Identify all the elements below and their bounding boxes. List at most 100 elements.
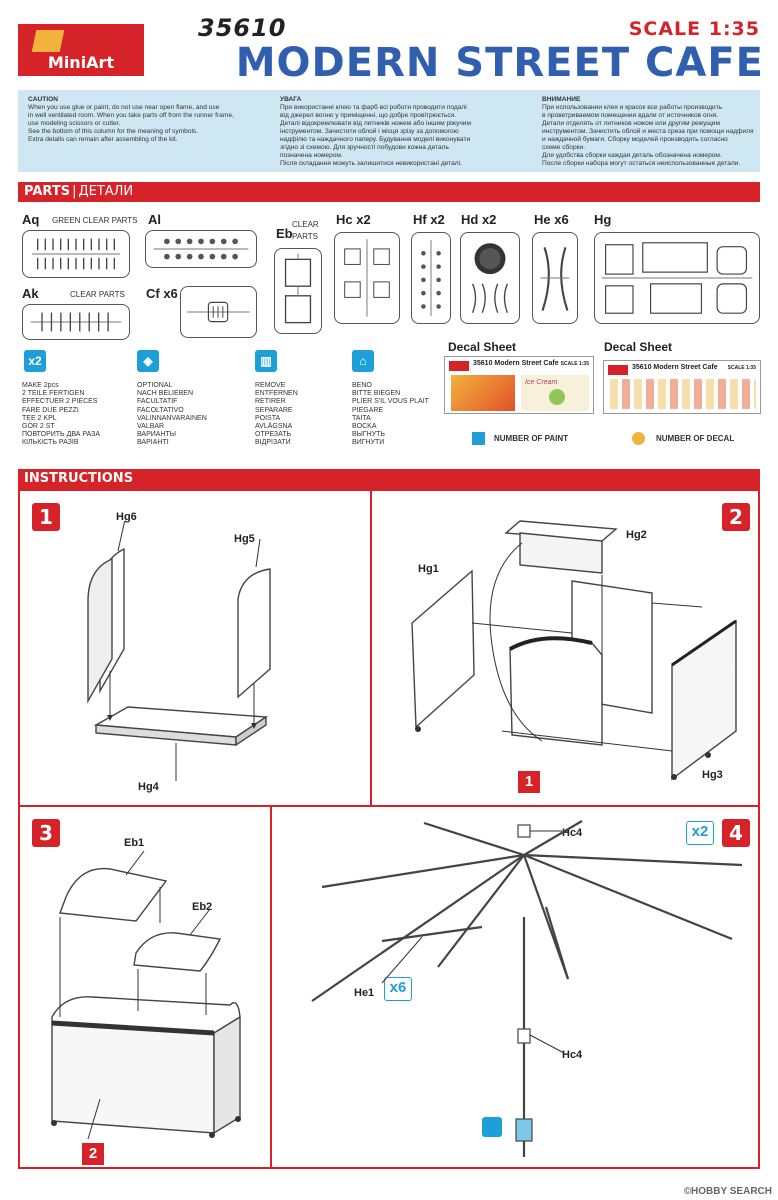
decal-swatch-icon (632, 432, 645, 445)
instructions-header: INSTRUCTIONS (18, 469, 760, 489)
remove-icon: ▥ (255, 350, 277, 372)
decal-strip-image (610, 379, 756, 409)
remove-icon (482, 1117, 502, 1137)
sprue-aq-label: Aq (22, 212, 40, 227)
sprue-cf (180, 286, 257, 338)
part-label: Eb1 (124, 837, 145, 849)
sprue-cf-label: Cf x6 (146, 286, 178, 301)
part-label: He1 (354, 987, 375, 999)
logo-text: MiniArt (47, 53, 115, 72)
symbol-line: 2 TEILE FERTIGEN (22, 390, 85, 398)
caution-line: від джерел вогню у приміщенні, що добре … (280, 112, 457, 119)
symbol-optional-text: OPTIONAL NACH BELIEBEN FACULTATIF FACOLT… (137, 382, 207, 448)
symbol-line: FARE DUE PEZZI (22, 406, 79, 414)
decal-sheet-1: 35610 Modern Street Cafe SCALE 1:35 Ice … (444, 356, 594, 414)
decal-sheet-1-scale: SCALE 1:35 (560, 361, 589, 367)
legend-paint: NUMBER OF PAINT (494, 434, 569, 443)
sprue-hf-label: Hf x2 (413, 212, 445, 227)
sprue-eb-label: Eb (276, 226, 293, 241)
caution-line: При використанні клею та фарб всі роботи… (280, 104, 467, 111)
symbol-line: OPTIONAL (137, 382, 173, 389)
sprue-ak-drawing (30, 312, 122, 332)
symbol-line: ОТРЕЗАТЬ (255, 431, 292, 439)
sprue-al-drawing (153, 238, 249, 260)
symbol-line: BITTE BIEGEN (352, 390, 401, 398)
caution-russian: ВНИМАНИЕ При использовании клея и красок… (542, 96, 756, 168)
callout-step-2: 2 (82, 1143, 104, 1165)
symbol-line: REMOVE (255, 382, 286, 389)
sprue-ak-label: Ak (22, 286, 39, 301)
symbol-line: FACULTATIF (137, 398, 178, 406)
step-4-number: 4 (722, 819, 750, 847)
step-2-drawing (411, 520, 737, 781)
caution-line: Після складання можуть залишитися невико… (280, 160, 462, 167)
parts-header: PARTS|ДЕТАЛИ (18, 182, 760, 202)
symbol-line: POISTA (255, 414, 281, 422)
symbol-line: TEE 2 KPL (22, 414, 57, 422)
caution-english: CAUTION When you use glue or paint, do n… (28, 96, 268, 144)
symbol-bend-text: BENO BITTE BIEGEN PLIER S'IL VOUS PLAIT … (352, 382, 429, 448)
sprue-eb-sub2: PARTS (292, 232, 318, 241)
parts-label: PARTS (24, 184, 71, 199)
instructions-label: INSTRUCTIONS (24, 471, 134, 486)
symbol-line: RETIRER (255, 398, 286, 406)
icecream-scoop-icon (549, 389, 565, 405)
symbol-line: ВІДРІЗАТИ (255, 439, 291, 447)
sprue-hf-drawing (421, 240, 441, 316)
sprue-eb-sub1: CLEAR (292, 220, 319, 229)
part-label: Hc4 (562, 1049, 583, 1061)
page-title: MODERN STREET CAFE (235, 40, 764, 86)
logo-mark-icon (31, 30, 65, 52)
symbol-line: PIEGARE (352, 406, 384, 414)
caution-line: инструментом. Зачистить облой и места ср… (542, 128, 754, 135)
kit-number: 35610 (198, 14, 287, 42)
decal-sheet-heading-2: Decal Sheet (604, 340, 673, 354)
sprue-aq (22, 230, 130, 278)
decal-sheet-2: 35610 Modern Street Cafe SCALE 1:35 (603, 360, 761, 414)
step-1-drawing (87, 521, 271, 781)
symbol-line: SEPARARE (255, 406, 293, 414)
symbol-make-text: MAKE 2pcs 2 TEILE FERTIGEN EFFECTUER 2 P… (22, 382, 100, 448)
caution-line: надфілю та наждачного паперу. Будування … (280, 136, 471, 143)
optional-icon: ◈ (137, 350, 159, 372)
step-1-number: 1 (32, 503, 60, 531)
decal-icecream-image: Ice Cream (521, 375, 589, 411)
caution-heading: CAUTION (28, 96, 59, 103)
symbol-line: КІЛЬКІСТЬ РАЗІВ (22, 439, 79, 447)
sprue-hg-label: Hg (594, 212, 612, 227)
symbol-line: ВАРІАНТІ (137, 439, 169, 447)
sprue-hc-drawing (344, 239, 390, 317)
step-3-panel: 3 Eb1 Eb2 2 (18, 805, 272, 1169)
caution-line: схеме сборки. (542, 144, 586, 151)
parts-sub: ДЕТАЛИ (78, 184, 134, 199)
part-label: Eb2 (192, 901, 213, 913)
symbol-line: GÖR 2 ST (22, 423, 55, 431)
sprue-hf (411, 232, 451, 324)
sprue-aq-sub: GREEN CLEAR PARTS (52, 216, 138, 225)
caution-line: После сборки набора могут остаться неисп… (542, 160, 741, 167)
scale-label: SCALE 1:35 (628, 18, 760, 40)
bend-icon: ⌂ (352, 350, 374, 372)
caution-line: Детали отделять от литников ножом или др… (542, 120, 721, 127)
sprue-hd-drawing (471, 243, 509, 314)
part-label: Hg3 (702, 769, 723, 781)
caution-line: згідно зі схемою. Для зручності побудови… (280, 144, 449, 151)
caution-line: При использовании клея и красок все рабо… (542, 104, 723, 111)
caution-heading: УВАГА (280, 96, 302, 103)
caution-line: позначена номером. (280, 152, 343, 159)
symbol-line: ENTFERNEN (255, 390, 298, 398)
symbol-line: PLIER S'IL VOUS PLAIT (352, 398, 429, 406)
symbol-line: MAKE 2pcs (22, 382, 59, 389)
decal-sheet-2-title: 35610 Modern Street Cafe (632, 364, 718, 371)
sprue-he-drawing (540, 247, 570, 311)
caution-line: in well ventilated room. When you take p… (28, 112, 234, 119)
step-2-number: 2 (722, 503, 750, 531)
sprue-ak-sub: CLEAR PARTS (70, 290, 125, 299)
watermark: ©HOBBY SEARCH (683, 1186, 772, 1197)
miniart-logo: MiniArt (18, 24, 144, 76)
sprue-hg (594, 232, 760, 324)
symbol-line: ПОВТОРИТЬ ДВА РАЗА (22, 431, 101, 439)
sprue-hc (334, 232, 400, 324)
caution-line: See the bottom of this column for the me… (28, 128, 199, 135)
caution-box: CAUTION When you use glue or paint, do n… (18, 90, 760, 172)
